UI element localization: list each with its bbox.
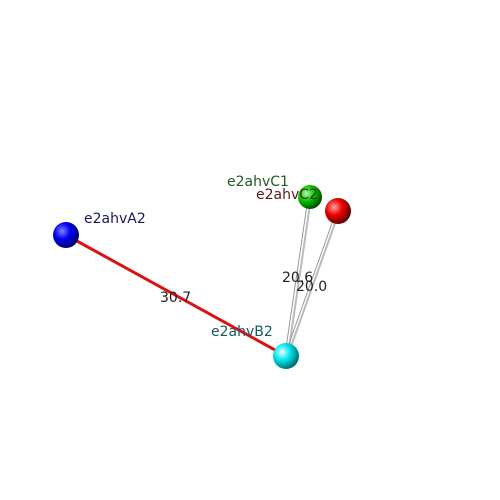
node-label-B2: e2ahvB2 <box>211 324 273 340</box>
node-label-A2: e2ahvA2 <box>84 211 146 227</box>
edge-A2-B2 <box>65 233 287 358</box>
node-label-C2: e2ahvC2 <box>256 187 318 203</box>
node-label-C1: e2ahvC1 <box>227 174 289 190</box>
edge-C1-B2 <box>284 197 312 356</box>
node-C2[interactable] <box>325 198 351 224</box>
distance-label-A2-B2: 30.7 <box>160 290 191 306</box>
distance-label-C1-B2: 20.6 <box>282 270 313 286</box>
edge-C2-B2 <box>284 211 340 356</box>
node-C1[interactable] <box>298 185 322 209</box>
node-B2[interactable] <box>273 343 299 369</box>
distance-label-C2-B2: 20.0 <box>296 279 327 295</box>
node-A2[interactable] <box>53 222 79 248</box>
